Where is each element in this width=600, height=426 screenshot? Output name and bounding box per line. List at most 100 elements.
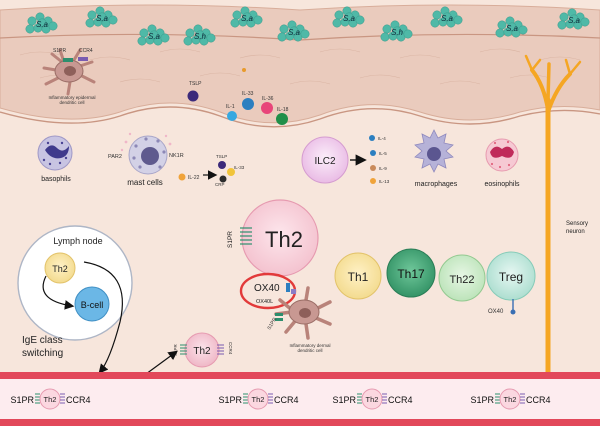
migrating-s1pr-label: S1PR bbox=[173, 343, 178, 356]
bacteria-cluster-sa: S.a bbox=[85, 6, 118, 28]
ige-label-1: IgE class bbox=[22, 335, 63, 346]
th2-to-bcell-arrow bbox=[42, 275, 75, 310]
dermal-dc-caption-2: dendritic cell bbox=[297, 348, 322, 353]
treg-ox40-label: OX40 bbox=[488, 309, 504, 315]
il4-dot bbox=[369, 135, 375, 141]
vessel-s1pr-label: S1PR bbox=[332, 395, 356, 405]
tslp-label: TSLP bbox=[189, 81, 202, 87]
vessel-to-tissue-arrow bbox=[145, 350, 178, 375]
il33b-label: IL-33 bbox=[234, 165, 245, 170]
il5-dot bbox=[370, 150, 376, 156]
sensory-label-2: neuron bbox=[566, 229, 585, 235]
epidermal-dendritic-cell bbox=[42, 48, 96, 96]
il22-dot bbox=[178, 173, 186, 181]
bacteria-label-sa: S.a bbox=[568, 16, 581, 25]
nk1r-label: NK1R bbox=[169, 153, 184, 159]
small-orange-dot bbox=[242, 68, 246, 72]
bacteria-label-sa: S.a bbox=[506, 24, 519, 33]
sensory-label-1: Sensory bbox=[566, 221, 588, 227]
basophil-cell bbox=[37, 135, 73, 171]
crp-label: CRP bbox=[215, 182, 225, 187]
epidermal-dc-caption-1: Inflammatory epidermal bbox=[48, 95, 95, 100]
mast-cells-label: mast cells bbox=[127, 178, 163, 187]
epidermal-s1pr-tag: S1PR bbox=[53, 48, 66, 54]
th17-label: Th17 bbox=[397, 267, 425, 281]
treg-ox40-receptor bbox=[510, 299, 516, 315]
lymph-node-title: Lymph node bbox=[53, 236, 102, 246]
lymph-exit-arrow bbox=[83, 261, 123, 374]
migrating-ccr4-label: CCR4 bbox=[228, 342, 233, 355]
il9-dot bbox=[370, 165, 376, 171]
il18-label: IL-18 bbox=[277, 107, 289, 113]
bacteria-cluster-sa: S.a bbox=[25, 12, 58, 34]
treg-cell bbox=[486, 251, 536, 301]
bacteria-cluster-sa: S.a bbox=[277, 20, 310, 42]
eosinophil-cell bbox=[485, 138, 519, 172]
sensory-neuron bbox=[524, 54, 582, 383]
bacteria-label-sa: S.a bbox=[36, 20, 49, 29]
vessel-ccr4-label: CCR4 bbox=[388, 395, 413, 405]
basophils-label: basophils bbox=[41, 176, 71, 183]
mast-cell bbox=[120, 132, 172, 175]
tslp-b-dot bbox=[218, 161, 226, 169]
th22-label: Th22 bbox=[449, 274, 474, 286]
vessel-th2-group: S1PR Th2 CCR4 bbox=[332, 388, 413, 410]
bacteria-cluster-sh: S.h bbox=[183, 24, 216, 46]
macrophages-label: macrophages bbox=[415, 181, 458, 188]
epidermal-dc-caption-2: dendritic cell bbox=[59, 100, 84, 105]
dermal-s1pr-label: S1PR bbox=[267, 316, 279, 331]
il13-dot bbox=[370, 178, 376, 184]
bacteria-cluster-sa: S.a bbox=[495, 16, 528, 38]
bacteria-label-sa: S.a bbox=[96, 14, 109, 23]
migrating-th2-label: Th2 bbox=[193, 346, 211, 357]
epidermis-basement-line bbox=[0, 106, 600, 128]
bacteria-label-sa: S.a bbox=[288, 28, 301, 37]
vessel-ccr4-label: CCR4 bbox=[274, 395, 299, 405]
dermal-dc-caption-1: Inflammatory dermal bbox=[289, 343, 330, 348]
il36-label: IL-36 bbox=[262, 96, 274, 102]
vessel-s1pr-label: S1PR bbox=[218, 395, 242, 405]
ox40-binding-icon bbox=[286, 283, 296, 294]
il1-dot bbox=[227, 111, 237, 121]
th22-cell bbox=[438, 254, 486, 302]
vessel-th2-cell bbox=[247, 388, 269, 410]
bacteria-cluster-sh: S.h bbox=[380, 20, 413, 42]
vessel-th2-label: Th2 bbox=[504, 395, 517, 404]
bacteria-cluster-sa: S.a bbox=[332, 6, 365, 28]
migrating-th2-s1pr-receptor bbox=[180, 344, 187, 355]
par2-label: PAR2 bbox=[108, 154, 122, 160]
eosinophils-label: eosinophils bbox=[484, 181, 520, 188]
lymph-th2-cell bbox=[44, 252, 76, 284]
bacteria-label-sa: S.a bbox=[343, 14, 356, 23]
vessel-th2-label: Th2 bbox=[44, 395, 57, 404]
migrating-th2-ccr4-receptor bbox=[217, 344, 224, 355]
ox40l-label: OX40L bbox=[256, 299, 273, 305]
th1-cell bbox=[334, 252, 382, 300]
tslp-dot bbox=[187, 90, 199, 102]
il1-label: IL-1 bbox=[226, 104, 235, 110]
il36-dot bbox=[261, 102, 273, 114]
th17-cell bbox=[386, 248, 436, 298]
vessel-th2-cell bbox=[499, 388, 521, 410]
tslp-b-label: TSLP bbox=[216, 154, 227, 159]
bacteria-cluster-sa: S.a bbox=[230, 6, 263, 28]
vessel-s1pr-label: S1PR bbox=[10, 395, 34, 405]
lymph-bcell-label: B-cell bbox=[81, 300, 104, 310]
th2-large-receptor bbox=[240, 227, 252, 245]
th2-large-s1pr-label: S1PR bbox=[227, 231, 234, 248]
vessel-ccr4-label: CCR4 bbox=[66, 395, 91, 405]
crp-dot bbox=[219, 175, 227, 183]
epidermal-ccr4-tag: CCR4 bbox=[79, 48, 93, 54]
bacteria-cluster-sa: S.a bbox=[430, 6, 463, 28]
ox40-label: OX40 bbox=[254, 283, 280, 294]
vessel-th2-label: Th2 bbox=[366, 395, 379, 404]
blood-vessel-wall-top bbox=[0, 372, 600, 379]
blood-vessel-wall-bottom bbox=[0, 419, 600, 426]
bacteria-label-sa: S.a bbox=[241, 14, 254, 23]
bacteria-cluster-sa: S.a bbox=[557, 8, 590, 30]
vessel-th2-cell bbox=[39, 388, 61, 410]
lymph-th2-label: Th2 bbox=[52, 264, 68, 274]
macrophage-cell bbox=[414, 129, 454, 173]
